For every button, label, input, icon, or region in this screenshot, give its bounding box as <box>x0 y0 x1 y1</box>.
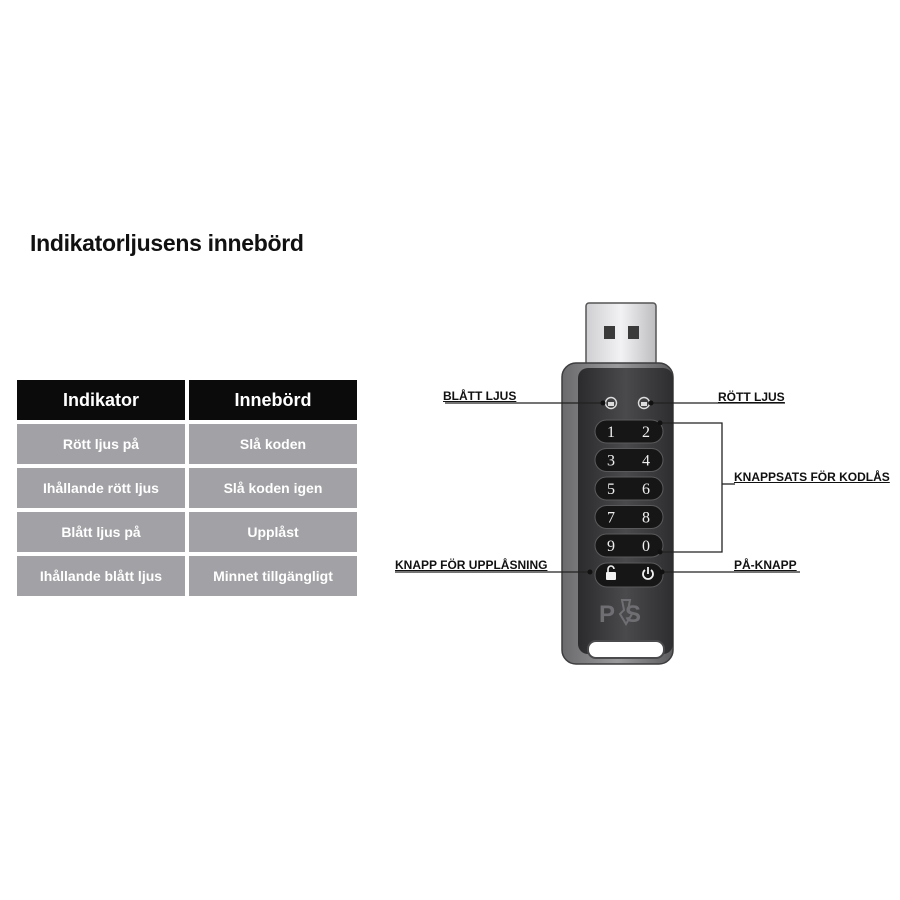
keypad-digit: 9 <box>607 538 615 555</box>
keypad-digit: 8 <box>642 510 650 527</box>
callout-power-button: PÅ-KNAPP <box>734 558 797 572</box>
keypad-digit: 6 <box>642 481 650 498</box>
keypad-digit: 5 <box>607 481 615 498</box>
table-cell-indicator: Ihållande rött ljus <box>17 468 185 508</box>
keypad-digit: 1 <box>607 424 615 441</box>
table-cell-indicator: Ihållande blått ljus <box>17 556 185 596</box>
keypad-digit: 0 <box>642 538 650 555</box>
unlock-button[interactable] <box>594 562 664 588</box>
table-cell-meaning: Slå koden igen <box>189 468 357 508</box>
usb-connector <box>585 302 657 366</box>
callout-keypad: KNAPPSATS FÖR KODLÅS <box>734 470 890 484</box>
table-cell-indicator: Blått ljus på <box>17 512 185 552</box>
table-cell-meaning: Slå koden <box>189 424 357 464</box>
callout-dots <box>587 400 665 575</box>
callout-unlock-button: KNAPP FÖR UPPLÅSNING <box>395 558 548 572</box>
indicator-table: Indikator Innebörd Rött ljus på Slå kode… <box>17 380 357 596</box>
table-cell-indicator: Rött ljus på <box>17 424 185 464</box>
unlock-icon <box>606 565 616 580</box>
keypad-digit: 7 <box>607 510 615 527</box>
page-title: Indikatorljusens innebörd <box>30 230 304 256</box>
power-icon <box>642 567 654 580</box>
keypad-digit: 3 <box>607 453 615 470</box>
table-cell-meaning: Minnet tillgängligt <box>189 556 357 596</box>
keypad-digit: 4 <box>642 453 650 470</box>
table-header-indicator: Indikator <box>17 380 185 420</box>
callout-lines <box>395 402 800 573</box>
table-cell-meaning: Upplåst <box>189 512 357 552</box>
callout-red-light: RÖTT LJUS <box>718 390 785 404</box>
table-header-meaning: Innebörd <box>189 380 357 420</box>
ps-logo: PS <box>599 599 641 628</box>
callout-blue-light: BLÅTT LJUS <box>443 389 517 403</box>
keypad-digit: 2 <box>642 424 650 441</box>
